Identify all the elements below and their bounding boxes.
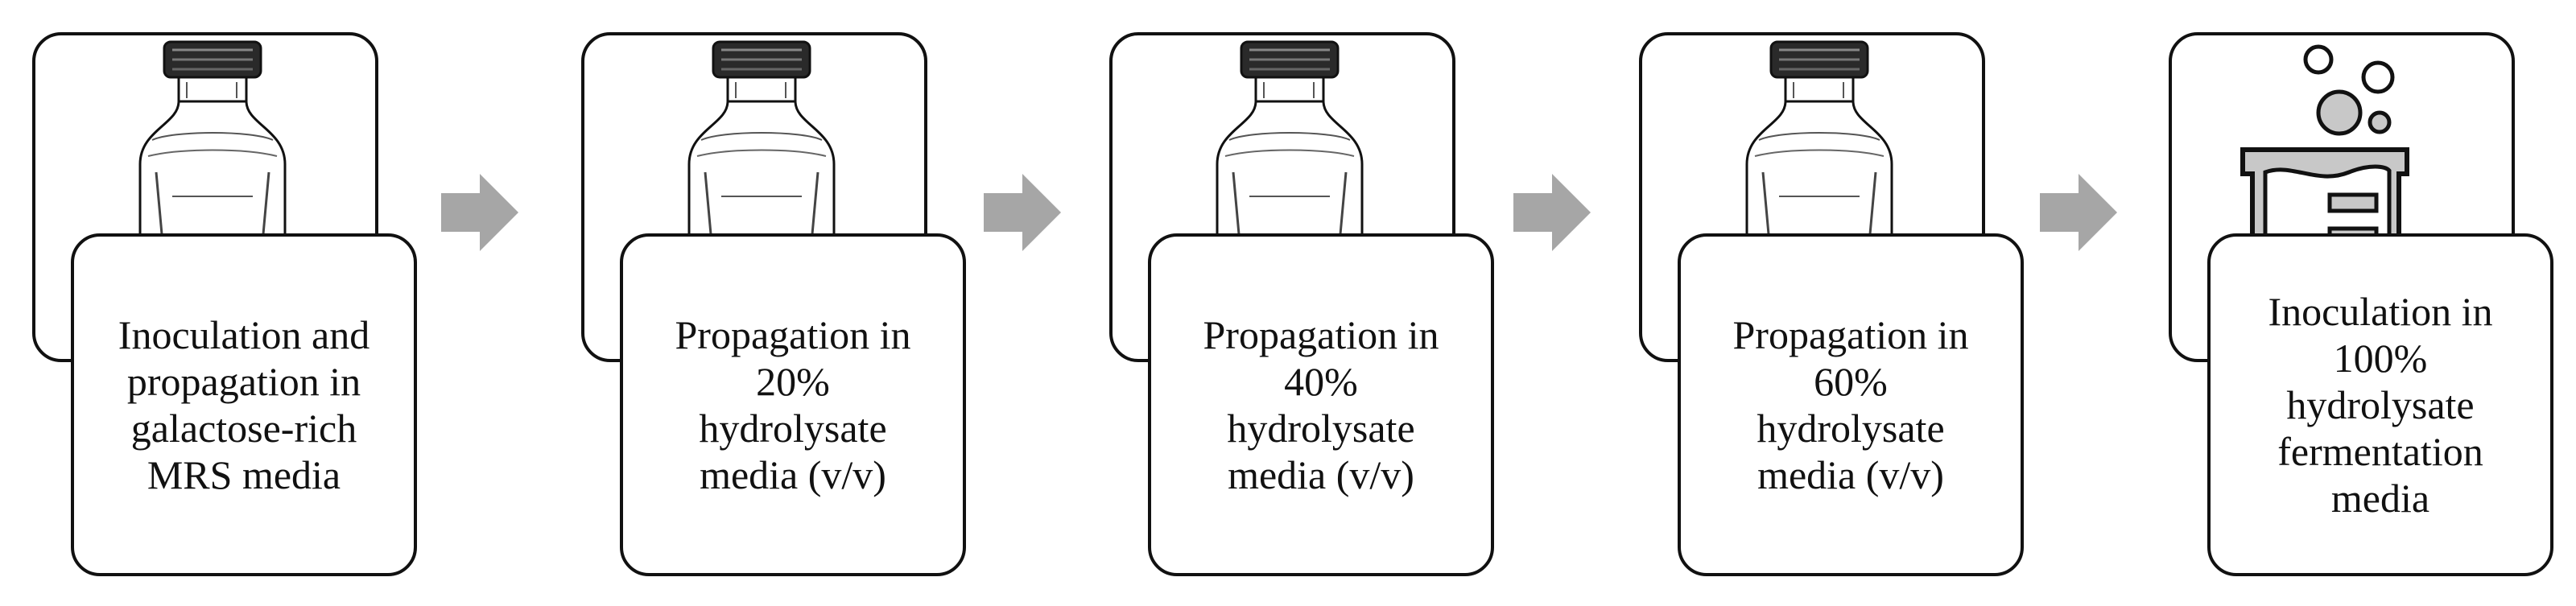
arrow-icon xyxy=(2040,174,2117,251)
step-4: Propagation in 60% hydrolysate media (v/… xyxy=(1639,0,2106,606)
step-5: Inoculation in 100% hydrolysate fermenta… xyxy=(2169,0,2576,606)
step-1: Inoculation and propagation in galactose… xyxy=(32,0,499,606)
step-5-text-card: Inoculation in 100% hydrolysate fermenta… xyxy=(2207,233,2553,576)
vial-icon xyxy=(1745,40,1893,277)
step-2-label: Propagation in 20% hydrolysate media (v/… xyxy=(675,312,911,497)
step-2-text-card: Propagation in 20% hydrolysate media (v/… xyxy=(620,233,966,576)
arrow-icon xyxy=(1513,174,1591,251)
step-2: Propagation in 20% hydrolysate media (v/… xyxy=(581,0,1048,606)
arrow-icon xyxy=(984,174,1061,251)
step-1-label: Inoculation and propagation in galactose… xyxy=(118,312,370,497)
step-4-label: Propagation in 60% hydrolysate media (v/… xyxy=(1732,312,1969,497)
step-5-label: Inoculation in 100% hydrolysate fermenta… xyxy=(2268,289,2493,521)
step-3-label: Propagation in 40% hydrolysate media (v/… xyxy=(1203,312,1439,497)
vial-icon xyxy=(1216,40,1364,277)
step-1-text-card: Inoculation and propagation in galactose… xyxy=(71,233,417,576)
vial-icon xyxy=(687,40,836,277)
arrow-icon xyxy=(441,174,518,251)
step-3-text-card: Propagation in 40% hydrolysate media (v/… xyxy=(1148,233,1494,576)
step-4-text-card: Propagation in 60% hydrolysate media (v/… xyxy=(1678,233,2024,576)
step-3: Propagation in 40% hydrolysate media (v/… xyxy=(1109,0,1576,606)
